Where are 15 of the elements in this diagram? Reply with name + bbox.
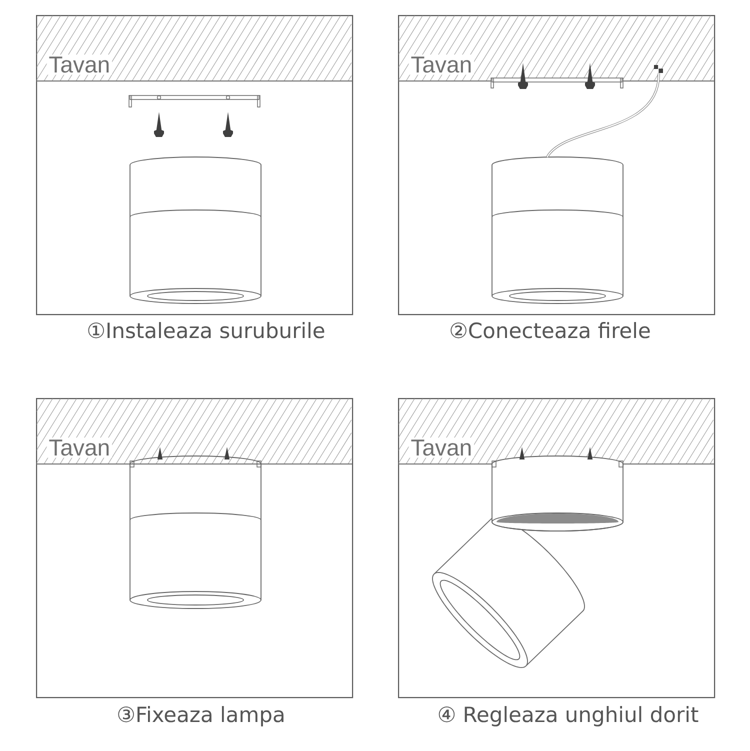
step-caption: ②Conecteaza firele bbox=[450, 322, 650, 338]
panel-frame bbox=[398, 398, 716, 698]
ceiling-label: Tavan bbox=[46, 54, 112, 75]
step-caption: ③Fixeaza lampa bbox=[118, 706, 284, 726]
step-caption: ①Instaleaza suruburile bbox=[88, 322, 324, 338]
ceiling-label: Tavan bbox=[408, 438, 474, 458]
panel-frame bbox=[36, 15, 354, 316]
ceiling-label: Tavan bbox=[408, 54, 474, 75]
step-caption: ④ Regleaza unghiul dorit bbox=[438, 706, 698, 726]
wire-connector bbox=[654, 65, 663, 73]
cable bbox=[546, 73, 660, 158]
panel-frame bbox=[36, 398, 354, 698]
ceiling-label: Tavan bbox=[46, 438, 112, 458]
ceiling-lamp bbox=[492, 156, 624, 304]
panel-frame bbox=[398, 15, 716, 316]
